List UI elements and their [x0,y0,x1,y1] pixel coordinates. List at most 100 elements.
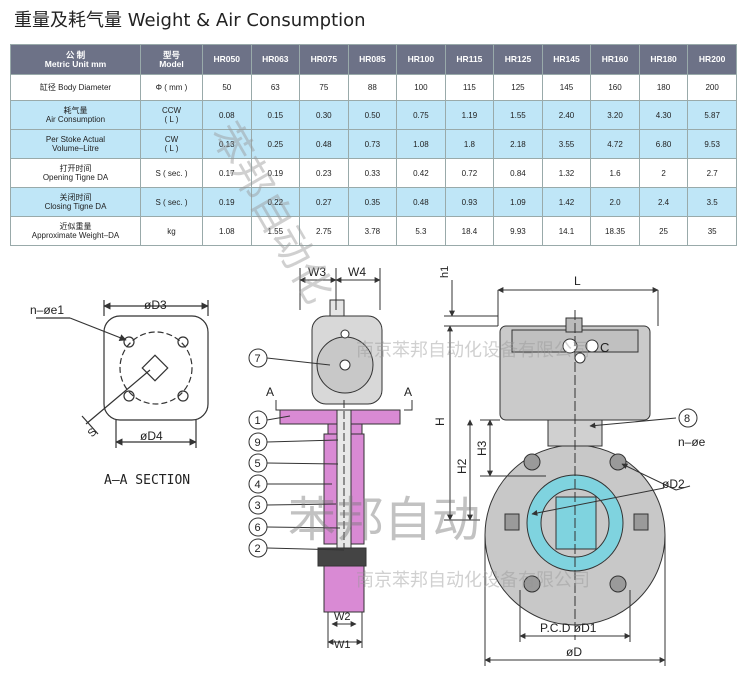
table-cell: 9.53 [687,129,737,159]
section-marker-a-right: A [404,385,412,399]
table-cell: 3.78 [347,216,398,246]
table-cell: 2.75 [299,216,349,246]
dim-h1-label: h1 [439,266,451,278]
header-model-cell: HR075 [299,44,349,75]
table-cell: 9.93 [493,216,543,246]
svg-text:5: 5 [255,458,261,470]
table-cell: 1.08 [202,216,252,246]
table-cell: 160 [590,74,640,101]
table-cell: 0.25 [250,129,301,159]
table-cell: 5.3 [396,216,446,246]
row-unit-cell: S ( sec. ) [140,158,203,188]
table-cell: 0.30 [299,100,349,130]
svg-text:7: 7 [255,353,261,365]
dim-w4-label: W4 [348,265,366,279]
svg-text:3: 3 [255,500,261,512]
technical-drawing: øD3 øD4 n–øe1 S A–A SECTION W3 W4 W2 W1 … [30,265,706,666]
table-cell: 0.33 [347,158,398,188]
table-cell: 4.30 [638,100,689,130]
table-cell: 125 [493,74,543,101]
header-model-cell: HR085 [347,44,398,75]
table-cell: 1.08 [396,129,446,159]
callout-7: 7 [248,348,331,368]
table-cell: 50 [202,74,252,101]
table-cell: 0.42 [396,158,446,188]
callout-3: 3 [248,495,337,515]
table-cell: 1.8 [444,129,495,159]
dim-ne-label: n–øe [678,435,706,449]
table-cell: 0.73 [347,129,398,159]
table-cell: 0.19 [250,158,301,188]
table-cell: 1.6 [590,158,640,188]
callout-9: 9 [248,432,339,452]
table-cell: 75 [299,74,349,101]
table-cell: 0.08 [202,100,252,130]
header-model-cell: HR180 [638,44,689,75]
table-cell: 63 [250,74,301,101]
table-cell: 18.4 [444,216,495,246]
front-view [444,280,691,666]
dim-s-label: S [86,426,100,440]
dim-d4-label: øD4 [140,429,163,443]
table-cell: 0.15 [250,100,301,130]
dim-d2-label: øD2 [662,477,685,491]
table-cell: 0.23 [299,158,349,188]
page-title: 重量及耗气量 Weight & Air Consumption [14,10,366,31]
table-cell: 0.22 [250,187,301,217]
table-cell: 0.19 [202,187,252,217]
table-cell: 2.40 [541,100,592,130]
sectional-view [275,268,413,648]
dim-l-label: L [574,274,581,288]
table-cell: 1.09 [493,187,543,217]
table-cell: 0.17 [202,158,252,188]
callout-6: 6 [248,517,341,537]
row-unit-cell: CCW( L ) [140,100,203,130]
header-model-cell: HR125 [493,44,543,75]
dim-pcd-label: P.C.D øD1 [540,621,597,635]
svg-text:4: 4 [255,479,261,491]
header-model-cell: HR100 [396,44,446,75]
table-cell: 1.19 [444,100,495,130]
table-cell: 0.84 [493,158,543,188]
table-cell: 3.20 [590,100,640,130]
header-model-cell: HR050 [202,44,252,75]
aa-section-view [36,300,209,448]
svg-text:1: 1 [255,415,261,427]
table-cell: 5.87 [687,100,737,130]
table-cell: 88 [347,74,398,101]
table-cell: 145 [541,74,592,101]
table-cell: 0.35 [347,187,398,217]
callout-1: 1 [248,410,291,430]
row-label-cell: 缸径 Body Diameter [10,74,141,101]
table-cell: 1.32 [541,158,592,188]
table-cell: 1.42 [541,187,592,217]
dim-d3-label: øD3 [144,298,167,312]
header-model-cell: HR200 [687,44,737,75]
table-cell: 0.13 [202,129,252,159]
row-unit-cell: Φ ( mm ) [140,74,203,101]
callout-5: 5 [248,453,339,473]
table-cell: 0.93 [444,187,495,217]
header-model-cell: HR063 [250,44,301,75]
table-cell: 0.75 [396,100,446,130]
table-cell: 6.80 [638,129,689,159]
table-cell: 25 [638,216,689,246]
row-unit-cell: S ( sec. ) [140,187,203,217]
row-unit-cell: kg [140,216,203,246]
table-cell: 4.72 [590,129,640,159]
section-label: A–A SECTION [104,473,190,488]
table-cell: 0.48 [396,187,446,217]
header-model-cell: HR115 [444,44,495,75]
